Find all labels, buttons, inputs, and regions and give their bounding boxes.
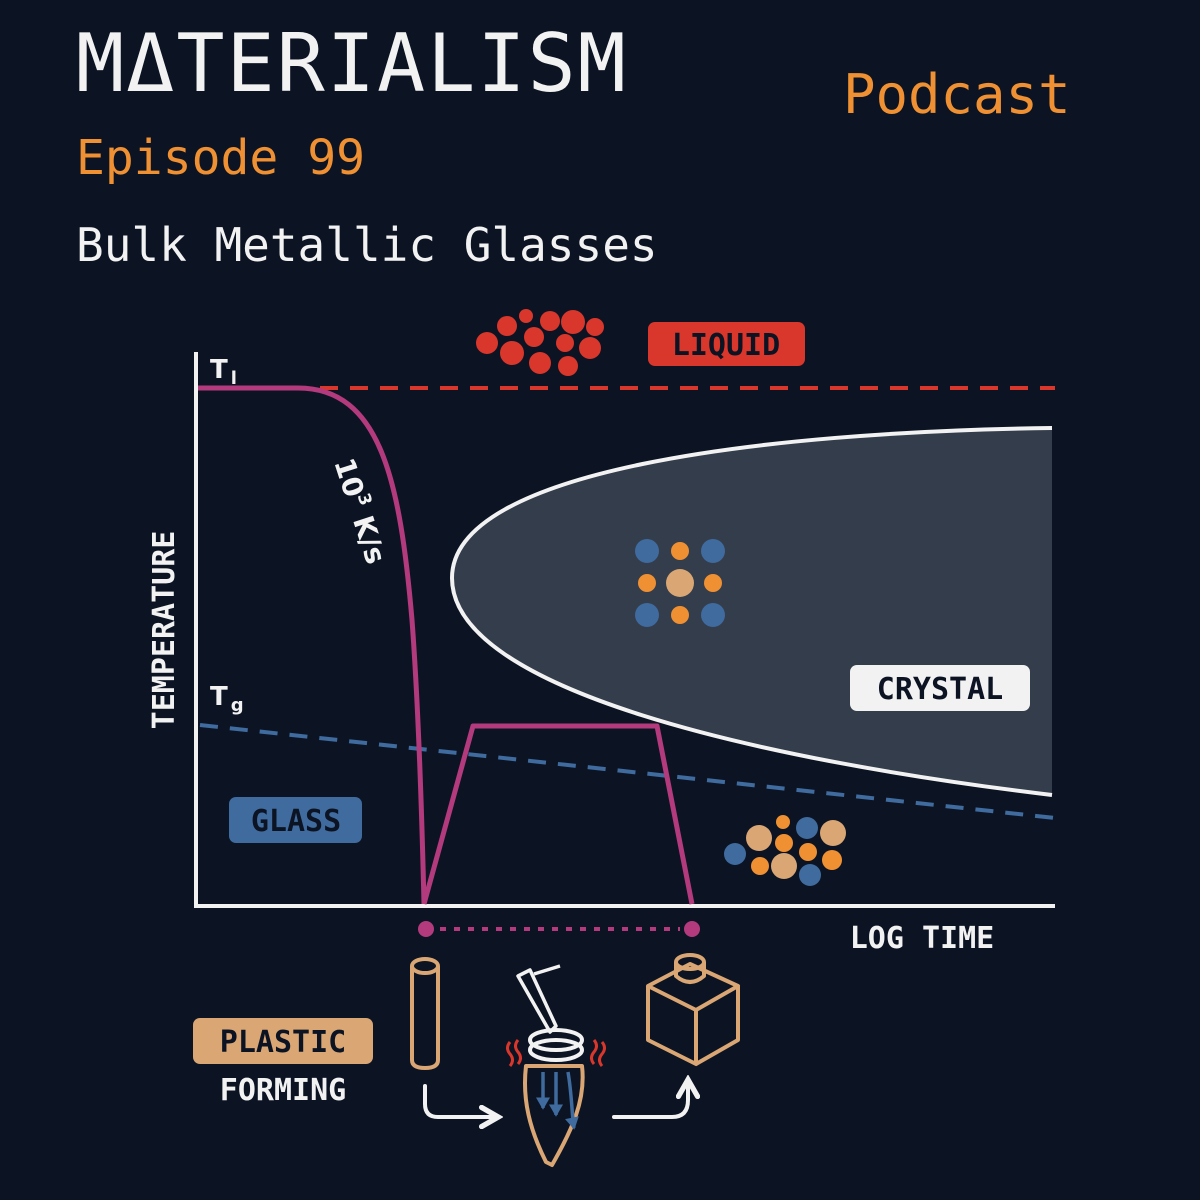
window-end-dot: [684, 921, 700, 937]
flow-arrow-1: [423, 1084, 496, 1117]
crystal-badge: CRYSTAL: [850, 665, 1030, 711]
crystal-label: CRYSTAL: [877, 672, 1003, 707]
crystal-region: [452, 428, 1052, 795]
y-axis-label: TEMPERATURE: [147, 531, 182, 730]
x-axis-label: LOG TIME: [850, 921, 995, 956]
liquid-label: LIQUID: [672, 328, 780, 363]
plastic-label: PLASTIC: [220, 1025, 346, 1060]
formed-part-icon: [646, 953, 740, 1066]
liquid-atoms-icon: [476, 309, 604, 376]
brand-title: MΔTERIALISM: [76, 17, 628, 110]
cooling-rate-label: 103 K/s: [327, 454, 393, 568]
plastic-badge: PLASTIC: [193, 1018, 373, 1064]
injection-mold-icon: [506, 964, 606, 1167]
glass-transition-line: [199, 723, 1056, 820]
forming-trace: [421, 723, 695, 905]
crystal-lattice-icon: [635, 539, 725, 627]
episode-number: Episode 99: [76, 130, 365, 186]
glass-badge: GLASS: [229, 797, 362, 843]
podcast-label: Podcast: [843, 63, 1071, 126]
cooling-curve: [198, 385, 427, 905]
glass-atoms-icon: [724, 815, 846, 886]
episode-topic: Bulk Metallic Glasses: [76, 218, 658, 272]
forming-label: FORMING: [220, 1073, 346, 1108]
liquid-badge: LIQUID: [648, 322, 805, 366]
flow-arrow-2: [612, 1082, 688, 1119]
glass-label: GLASS: [251, 804, 341, 839]
feedstock-rod-icon: [410, 957, 440, 1071]
window-start-dot: [418, 921, 434, 937]
crystal-boundary: [449, 426, 1053, 797]
